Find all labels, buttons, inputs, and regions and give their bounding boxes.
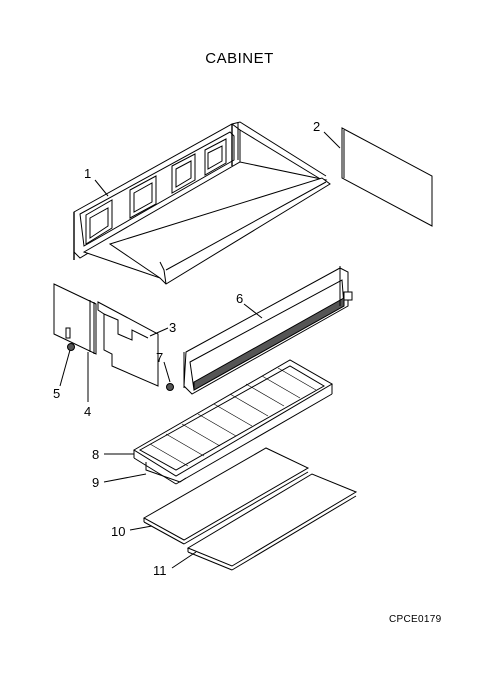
part-3-side-panel — [97, 301, 159, 387]
callout-1: 1 — [84, 166, 91, 181]
figure-code: CPCE0179 — [389, 614, 442, 625]
part-6-front-trim — [183, 266, 353, 395]
part-10-bottom-panel — [142, 447, 310, 545]
callout-5: 5 — [53, 386, 60, 401]
callout-9: 9 — [92, 475, 99, 490]
callout-7: 7 — [156, 350, 163, 365]
callout-10: 10 — [111, 524, 125, 539]
leader-lines — [59, 131, 341, 569]
callout-4: 4 — [84, 404, 91, 419]
part-1-cabinet-frame — [73, 121, 331, 285]
callout-3: 3 — [169, 320, 176, 335]
part-2-rear-panel — [341, 127, 433, 227]
part-4-side-panel — [53, 283, 97, 355]
part-5-screw-icon — [67, 343, 75, 351]
callout-2: 2 — [313, 119, 320, 134]
callout-8: 8 — [92, 447, 99, 462]
part-9-tray — [145, 462, 187, 483]
part-8-slide-rack — [133, 359, 333, 485]
diagram-title: CABINET — [205, 50, 274, 67]
callout-6: 6 — [236, 291, 243, 306]
part-11-base-plate — [186, 473, 358, 571]
part-7-screw-icon — [166, 383, 174, 391]
callout-11: 11 — [153, 563, 167, 578]
